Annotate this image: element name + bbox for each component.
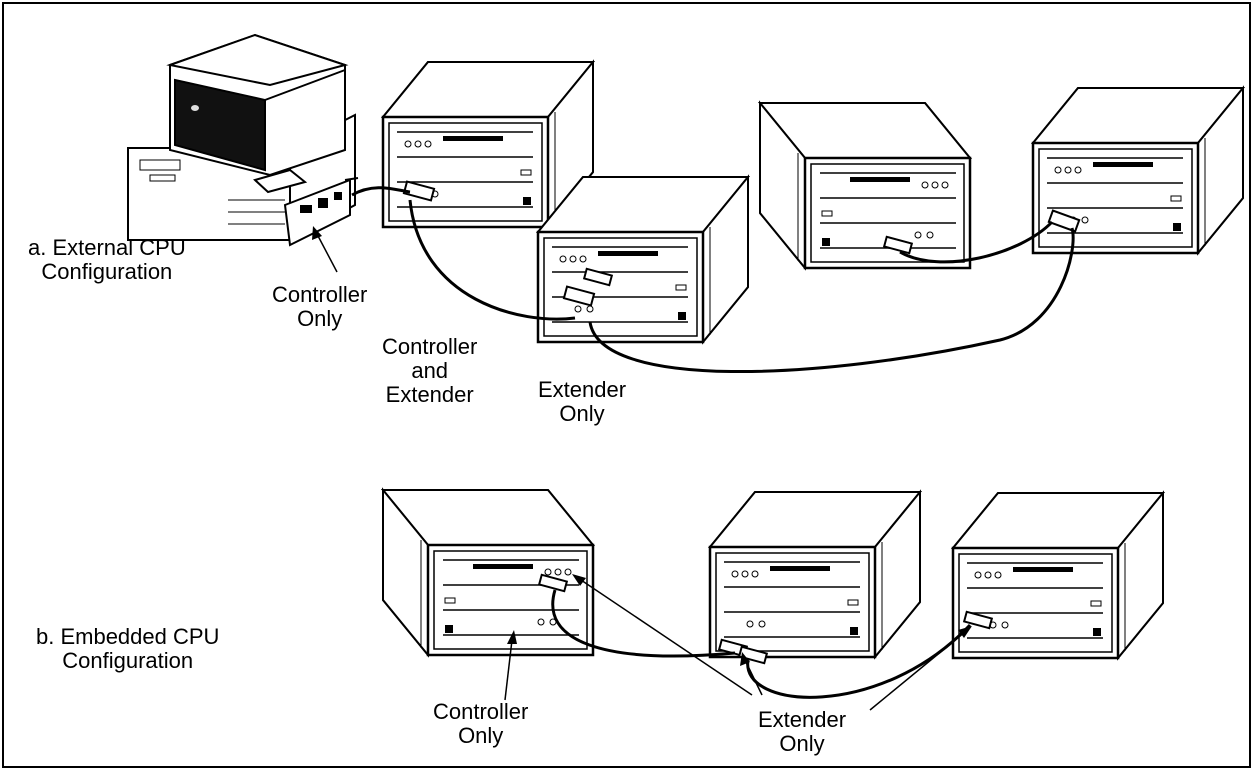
- chassis-a3: [760, 103, 970, 268]
- callout-line: and: [411, 358, 449, 383]
- label-external-cpu-configuration: a. External CPU Configuration: [28, 236, 186, 284]
- callout-a-extender-only: Extender Only: [538, 378, 626, 426]
- callout-line: Extender: [385, 382, 474, 407]
- section-a-line1: a. External CPU: [28, 235, 186, 260]
- section-a-line2: Configuration: [41, 259, 173, 284]
- section-b-line1: b. Embedded CPU: [36, 624, 220, 649]
- chassis-b3: [951, 491, 1165, 660]
- section-b-line2: Configuration: [62, 648, 194, 673]
- host-computer: [127, 33, 359, 247]
- callout-b-controller-only: Controller Only: [433, 700, 528, 748]
- callout-line: Extender: [538, 377, 627, 402]
- callout-line: Controller: [382, 334, 478, 359]
- callout-line: Only: [559, 401, 605, 426]
- callout-line: Extender: [758, 707, 847, 732]
- chassis-b2: [708, 490, 922, 659]
- callout-line: Only: [458, 723, 504, 748]
- callout-a-controller-only: Controller Only: [272, 283, 367, 331]
- callout-a-controller-and-extender: Controller and Extender: [382, 335, 477, 407]
- callout-b-extender-only: Extender Only: [758, 708, 846, 756]
- callout-line: Only: [779, 731, 825, 756]
- callout-line: Controller: [272, 282, 368, 307]
- chassis-b1: [383, 490, 593, 655]
- label-embedded-cpu-configuration: b. Embedded CPU Configuration: [36, 625, 219, 673]
- callout-line: Only: [297, 306, 343, 331]
- callout-line: Controller: [433, 699, 529, 724]
